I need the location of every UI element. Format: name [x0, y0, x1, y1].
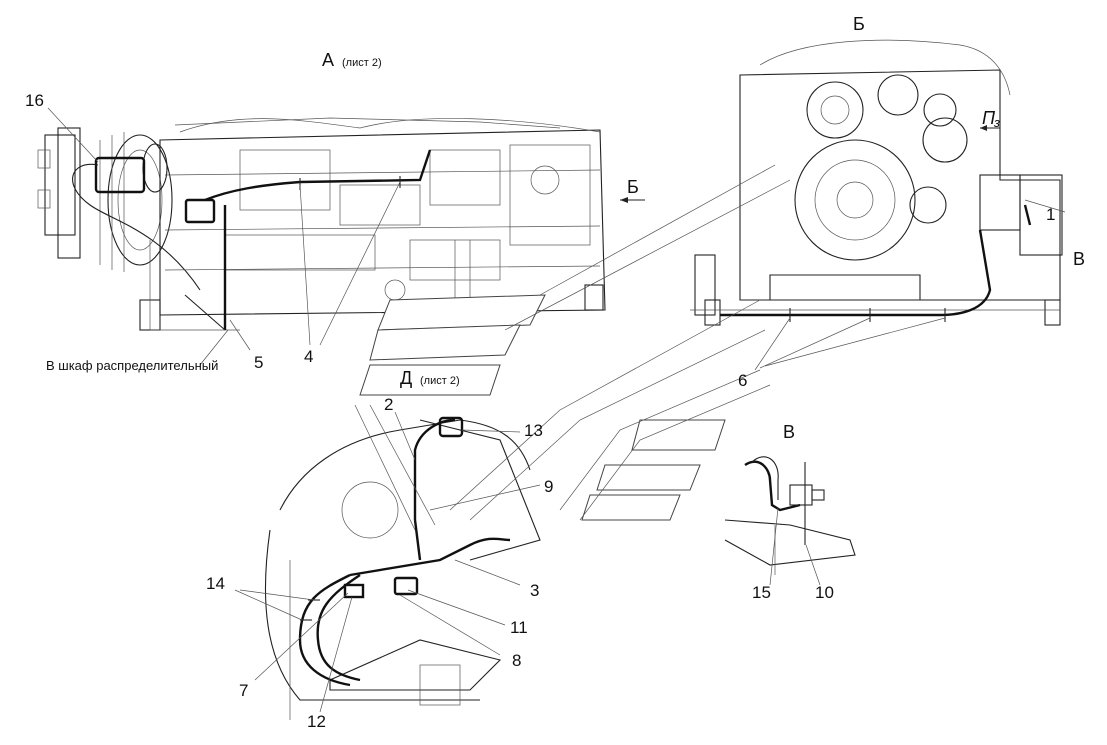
view-v-side-letter: В	[1073, 249, 1085, 269]
callout-13: 13	[524, 421, 543, 440]
view-b-arrow-letter: Б	[627, 177, 639, 197]
view-d-sheet: (лист 2)	[420, 375, 460, 387]
leader-lines	[47, 107, 1066, 713]
callout-2: 2	[384, 395, 393, 414]
cabinet-note: В шкаф распределительный	[46, 358, 218, 373]
view-b-letter: Б	[853, 14, 865, 34]
callout-6: 6	[738, 371, 747, 390]
callout-8: 8	[512, 651, 521, 670]
callout-numbers: 1 2 3 4 5 6 7 8 9 10 11 12 13 14 15 16	[25, 91, 1055, 731]
callout-16: 16	[25, 91, 44, 110]
engine-side-view	[37, 117, 645, 331]
callout-10: 10	[815, 583, 834, 602]
callout-12: 12	[307, 712, 326, 731]
projection-bands	[354, 164, 791, 531]
callout-3: 3	[530, 581, 539, 600]
view-pz-letter: П	[982, 108, 996, 128]
cab-floor-view	[264, 416, 541, 720]
view-a-letter: А	[322, 50, 334, 70]
detail-v	[724, 456, 856, 575]
callout-1: 1	[1046, 205, 1055, 224]
callout-5: 5	[254, 353, 263, 372]
view-d-letter: Д	[400, 368, 412, 388]
callout-11: 11	[510, 618, 528, 637]
callout-15: 15	[752, 583, 771, 602]
callout-9: 9	[544, 477, 553, 496]
view-a-sheet: (лист 2)	[342, 57, 382, 69]
callout-14: 14	[206, 574, 225, 593]
engine-front-view	[690, 39, 1063, 326]
callout-4: 4	[304, 347, 313, 366]
view-v-detail-letter: В	[783, 422, 795, 442]
callout-7: 7	[239, 681, 248, 700]
view-pz-sub: з	[993, 115, 1000, 130]
view-labels: А (лист 2) Б Б В В Д (лист 2) П з В шкаф…	[46, 14, 1085, 442]
